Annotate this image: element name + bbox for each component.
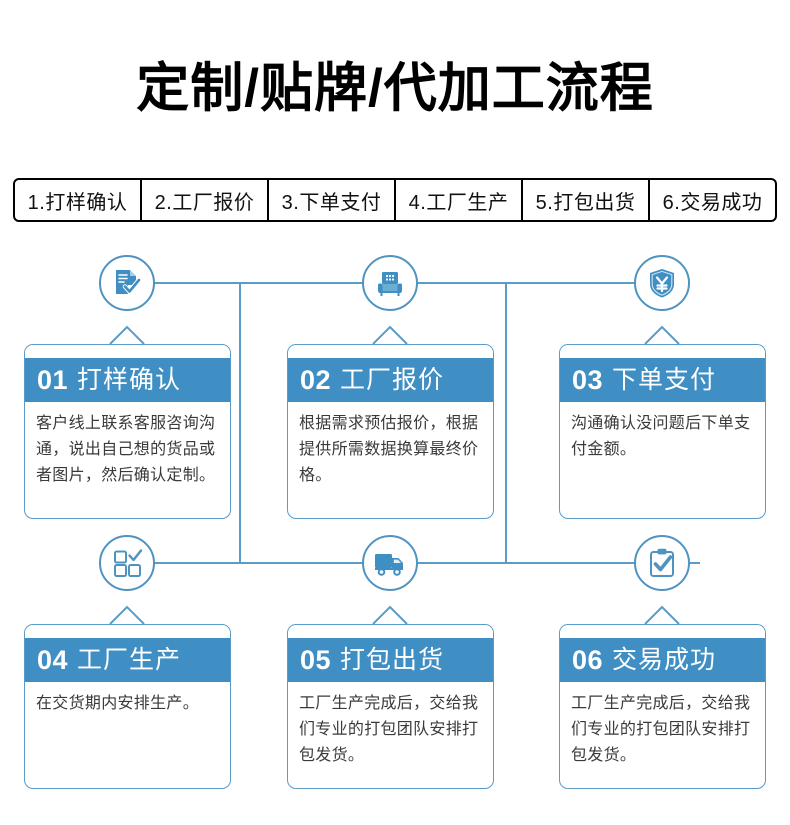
card-title-4: 工厂生产 [77, 645, 182, 674]
card-body-4: 在交货期内安排生产。 [36, 695, 200, 712]
step-bar: 1.打样确认 2.工厂报价 3.下单支付 4.工厂生产 5.打包出货 6.交易成… [13, 178, 777, 222]
delivery-truck-icon-glyph [375, 554, 403, 576]
step-tab-6[interactable]: 6.交易成功 [662, 191, 763, 214]
notch-card-5 [372, 605, 408, 625]
card-top-pad-1 [25, 345, 230, 358]
clipboard-check-icon [634, 535, 690, 591]
process-card-4: 04 工厂生产 在交货期内安排生产。 [24, 624, 231, 789]
step-tab-1[interactable]: 1.打样确认 [15, 180, 142, 220]
card-number-5: 05 [300, 644, 332, 675]
card-header-5: 05 打包出货 [288, 638, 493, 682]
document-check-icon [99, 255, 155, 311]
checklist-grid-icon-glyph [114, 549, 143, 577]
notch-card-1 [109, 325, 145, 345]
process-card-2: 02 工厂报价 根据需求预估报价，根据提供所需数据换算最终价格。 [287, 344, 494, 519]
card-title-2: 工厂报价 [340, 365, 445, 394]
card-header-3: 03 下单支付 [560, 358, 765, 402]
delivery-truck-icon [362, 535, 418, 591]
card-body-3: 沟通确认没问题后下单支付金额。 [571, 415, 751, 458]
card-header-6: 06 交易成功 [560, 638, 765, 682]
card-number-1: 01 [37, 364, 69, 395]
notch-card-3 [644, 325, 680, 345]
card-top-pad-4 [25, 625, 230, 638]
page-title: 定制/贴牌/代加工流程 [136, 59, 654, 118]
card-number-2: 02 [300, 364, 332, 395]
card-title-3: 下单支付 [612, 365, 717, 394]
document-check-icon-glyph [116, 270, 142, 294]
card-number-4: 04 [37, 644, 69, 675]
card-title-5: 打包出货 [340, 645, 445, 674]
card-title-6: 交易成功 [612, 645, 717, 674]
card-body-5: 工厂生产完成后，交给我们专业的打包团队安排打包发货。 [299, 695, 479, 764]
card-header-1: 01 打样确认 [25, 358, 230, 402]
step-tab-5[interactable]: 5.打包出货 [523, 180, 650, 220]
process-card-3: 03 下单支付 沟通确认没问题后下单支付金额。 [559, 344, 766, 519]
step-tab-3[interactable]: 3.下单支付 [269, 180, 396, 220]
process-card-1: 01 打样确认 客户线上联系客服咨询沟通，说出自己想的货品或者图片，然后确认定制… [24, 344, 231, 519]
shield-yuan-icon [634, 255, 690, 311]
factory-building-icon-glyph [378, 272, 402, 296]
card-body-2: 根据需求预估报价，根据提供所需数据换算最终价格。 [299, 415, 479, 484]
step-tab-2[interactable]: 2.工厂报价 [142, 180, 269, 220]
card-body-1: 客户线上联系客服咨询沟通，说出自己想的货品或者图片，然后确认定制。 [36, 415, 216, 484]
notch-card-2 [372, 325, 408, 345]
process-card-6: 06 交易成功 工厂生产完成后，交给我们专业的打包团队安排打包发货。 [559, 624, 766, 789]
card-top-pad-2 [288, 345, 493, 358]
card-body-6: 工厂生产完成后，交给我们专业的打包团队安排打包发货。 [571, 695, 751, 764]
card-title-1: 打样确认 [77, 365, 182, 394]
checklist-grid-icon [99, 535, 155, 591]
factory-building-icon [362, 255, 418, 311]
card-top-pad-5 [288, 625, 493, 638]
card-number-3: 03 [572, 364, 604, 395]
step-tab-4[interactable]: 4.工厂生产 [396, 180, 523, 220]
card-top-pad-3 [560, 345, 765, 358]
shield-yuan-icon-glyph [650, 269, 674, 298]
card-header-2: 02 工厂报价 [288, 358, 493, 402]
card-number-6: 06 [572, 644, 604, 675]
process-card-5: 05 打包出货 工厂生产完成后，交给我们专业的打包团队安排打包发货。 [287, 624, 494, 789]
card-top-pad-6 [560, 625, 765, 638]
notch-card-6 [644, 605, 680, 625]
card-header-4: 04 工厂生产 [25, 638, 230, 682]
notch-card-4 [109, 605, 145, 625]
clipboard-check-icon-glyph [650, 548, 674, 577]
